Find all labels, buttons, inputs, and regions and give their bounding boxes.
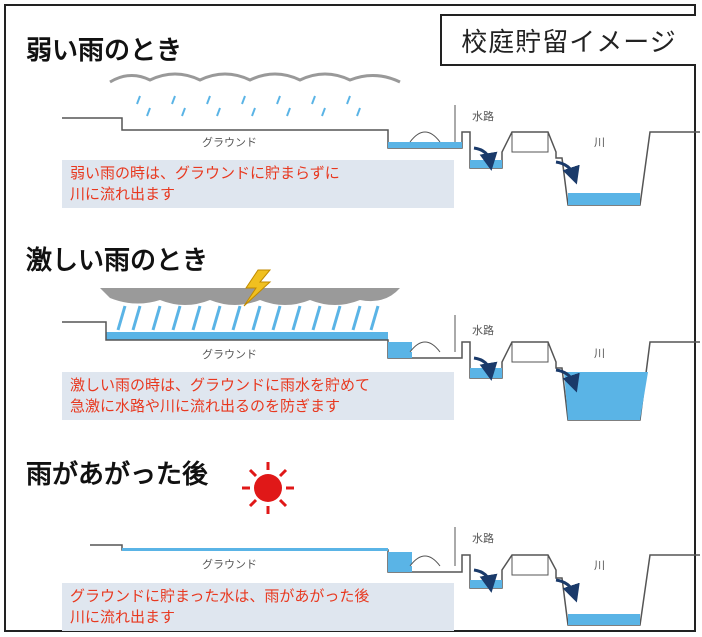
panel-2-heading: 激しい雨のとき [26,246,209,276]
diagram-title: 校庭貯留イメージ [440,14,696,66]
lightning-icon [243,269,272,307]
panel-1-note: 弱い雨の時は、グラウンドに貯まらずに 川に流れ出ます [62,160,454,208]
panel-2-note: 激しい雨の時は、グラウンドに雨水を貯めて 急激に水路や川に流れ出るのを防ぎます [62,372,454,420]
panel-2-river-label: 川 [594,347,605,360]
diagram-frame [4,4,696,632]
panel-2-note-line1: 激しい雨の時は、グラウンドに雨水を貯めて [70,376,371,394]
panel-3-channel-label: 水路 [472,532,494,545]
panel-3-note: グラウンドに貯まった水は、雨があがった後 川に流れ出ます [62,583,454,631]
panel-1-note-line1: 弱い雨の時は、グラウンドに貯まらずに [70,164,340,182]
light-rain-icon [136,95,361,117]
panel-3-heading: 雨があがった後 [26,460,209,490]
panel-1-scene [62,72,700,206]
panel-3-note-line2: 川に流れ出ます [70,608,176,626]
heavy-rain-icon [116,305,380,331]
cloud-icon [109,72,401,84]
panel-1-heading: 弱い雨のとき [26,36,183,66]
panel-1-ground-label: グラウンド [202,136,257,149]
panel-3-note-line1: グラウンドに貯まった水は、雨があがった後 [70,587,370,605]
panel-1-river-label: 川 [594,136,605,149]
sun-icon [242,462,294,514]
panel-2-channel-label: 水路 [472,324,494,337]
panel-3-scene [90,462,700,626]
panel-2-scene [62,269,700,421]
panel-1-note-line2: 川に流れ出ます [70,185,176,203]
panel-2-note-line2: 急激に水路や川に流れ出るのを防ぎます [70,397,341,415]
panel-3-ground-label: グラウンド [202,558,257,571]
panel-1-channel-label: 水路 [472,110,494,123]
panel-2-ground-label: グラウンド [202,348,257,361]
panel-3-river-label: 川 [594,559,605,572]
